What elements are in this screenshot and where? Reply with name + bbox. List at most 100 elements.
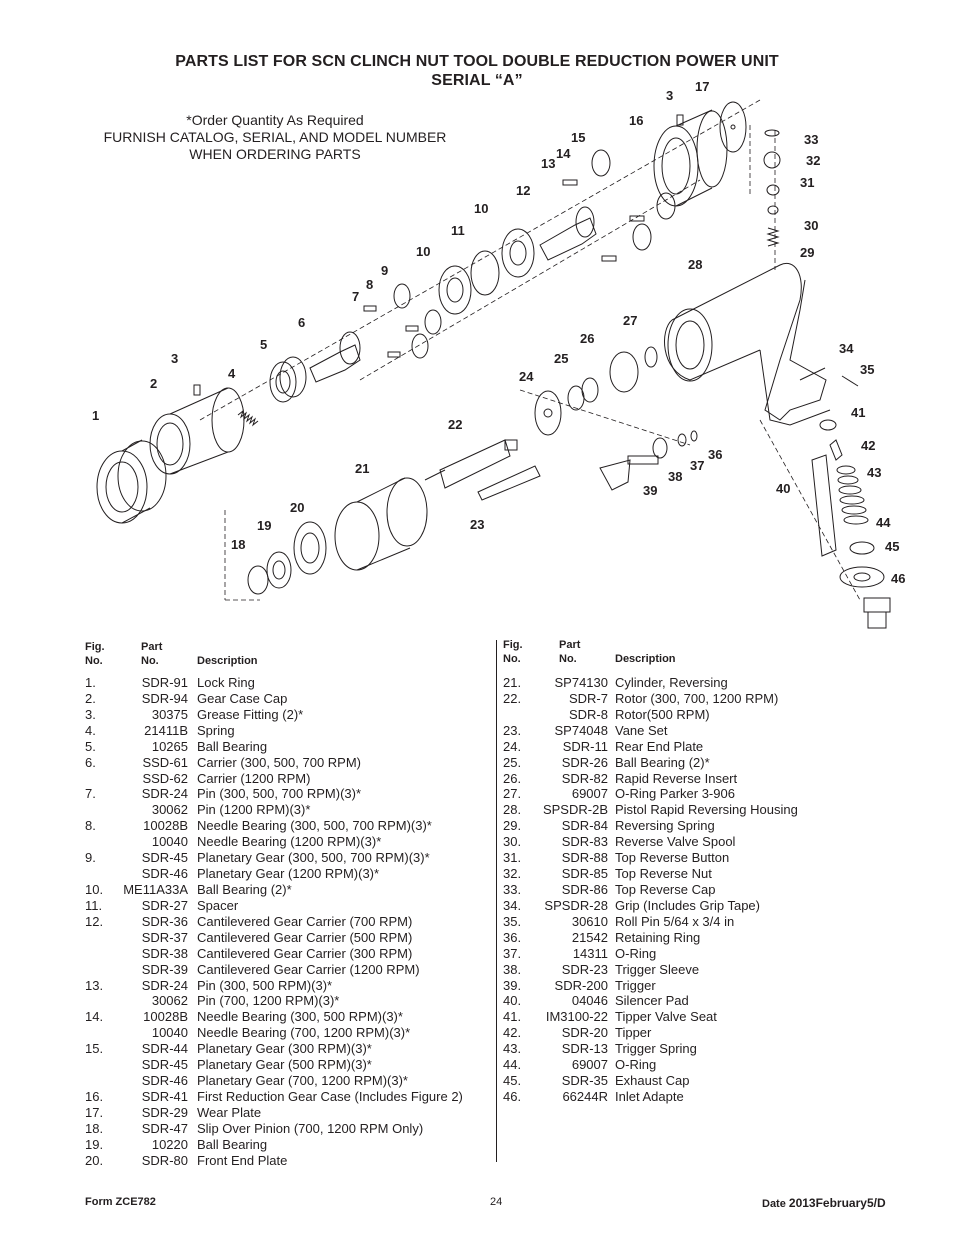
header-fig: Fig.No. [85,641,105,667]
part-number: SDR-41 [141,1088,188,1104]
part-number: 30062 [151,993,188,1009]
part-number: SP74048 [554,722,609,738]
part-rear-end-plate [534,390,562,436]
fig-number: 9. [85,850,96,866]
callout-number: 9 [381,263,388,278]
fig-number: 24. [503,738,522,754]
fig-number: 10. [85,881,104,897]
fig-number: 37. [503,945,522,961]
part-number: 66244R [562,1088,608,1104]
callout-number: 29 [800,245,814,260]
part-lock-ring [96,439,167,524]
part-number: SSD-62 [142,770,188,786]
header-description: Description [615,653,676,665]
part-description: Planetary Gear (300, 500, 700 RPM)(3)* [197,850,430,866]
part-description: Planetary Gear (300 RPM)(3)* [197,1041,372,1057]
fig-number: 46. [503,1088,522,1104]
part-reduction-gears [562,149,676,262]
fig-number: 36. [503,929,522,945]
callout-number: 4 [228,366,236,381]
callout-number: 33 [804,132,818,147]
part-number: 04046 [571,993,608,1009]
part-description: Slip Over Pinion (700, 1200 RPM Only) [197,1120,424,1136]
callout-number: 20 [290,500,304,515]
part-number: SDR-86 [561,881,608,897]
part-description: Needle Bearing (1200 RPM)(3)* [197,834,382,850]
order-note: *Order Quantity As Required FURNISH CATA… [90,112,460,163]
fig-number: 12. [85,913,104,929]
callout-number: 15 [571,130,585,145]
part-description: Tipper [615,1025,652,1041]
part-description: Roll Pin 5/64 x 3/4 in [615,913,735,929]
part-description: Pistol Rapid Reversing Housing [615,802,798,818]
part-description: Vane Set [615,722,668,738]
part-small-fitting [676,114,684,126]
part-number: SDR-13 [561,1041,608,1057]
part-description: Planetary Gear (500 RPM)(3)* [197,1057,372,1073]
footer-date: Date 2013February5/D [762,1196,886,1210]
part-tipper-valve-seat [819,419,837,431]
part-number: SDR-80 [141,1152,188,1168]
part-grease-fitting [193,384,201,396]
fig-number: 21. [503,675,522,690]
part-o-ring-44 [849,541,875,555]
part-number: SDR-20 [561,1025,608,1041]
part-description: Rear End Plate [615,738,704,754]
part-ball-bearing-10 [438,228,535,315]
callout-number: 34 [839,341,854,356]
part-description: Spring [197,722,235,738]
part-rapid-reverse-insert [609,351,639,393]
part-tipper [829,439,843,461]
fig-number: 11. [85,897,103,913]
part-number: SDR-36 [141,913,188,929]
callout-number: 38 [668,469,682,484]
part-description: Pin (700, 1200 RPM)(3)* [197,993,340,1009]
callout-number: 41 [851,405,865,420]
callout-number: 45 [885,539,899,554]
fig-number: 27. [503,786,522,802]
part-number: SDR-91 [141,675,188,690]
callout-number: 5 [260,337,267,352]
part-description: Pin (1200 RPM)(3)* [197,802,311,818]
callout-number: 42 [861,438,875,453]
part-number: 30610 [571,913,608,929]
header-description: Description [197,655,258,667]
callout-number: 27 [623,313,637,328]
part-number: SDR-85 [561,866,608,882]
part-number: 10028B [143,818,188,834]
part-number: SDR-7 [568,690,608,706]
fig-number: 38. [503,961,522,977]
part-number: SDR-35 [561,1073,608,1089]
part-description: Trigger [615,977,656,993]
fig-number: 14. [85,1009,104,1025]
callout-number: 23 [470,517,484,532]
part-description: Needle Bearing (300, 500 RPM)(3)* [197,1009,403,1025]
part-number: SDR-37 [141,929,188,945]
fig-number: 31. [503,850,522,866]
part-first-reduction-gear-case [653,109,728,207]
part-description: Spacer [197,897,239,913]
part-description: Retaining Ring [615,929,701,945]
fig-number: 29. [503,818,522,834]
part-description: Inlet Adapte [615,1088,684,1104]
part-description: Trigger Spring [615,1041,697,1057]
callout-number: 6 [298,315,305,330]
part-description: O-Ring [615,1057,657,1073]
part-number: SDR-47 [141,1120,188,1136]
